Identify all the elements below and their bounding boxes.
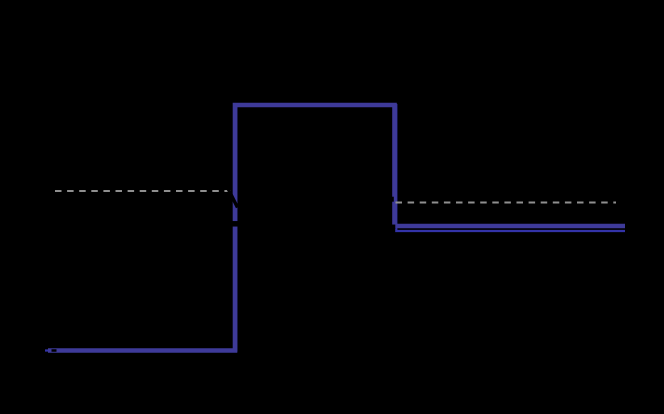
occlusion-mark-rise-crossing-diagonal	[225, 186, 240, 209]
series-pulse-signal	[48, 102, 625, 353]
